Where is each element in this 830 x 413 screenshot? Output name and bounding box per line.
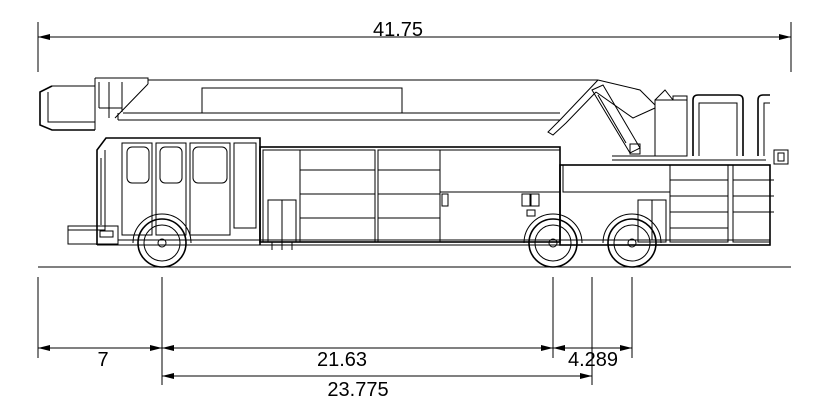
front-overhang-label: 7	[97, 349, 108, 371]
wheelbase-dimension: 21.63	[162, 345, 553, 371]
cab	[67, 137, 261, 245]
aerial-ladder	[39, 77, 770, 161]
wheelbase-center-label: 23.775	[327, 379, 388, 401]
rear-axle-spacing-label: 4.289	[568, 349, 618, 371]
fire-truck	[39, 77, 789, 268]
front-overhang-dimension: 7	[38, 345, 162, 371]
rear-wheel-2	[602, 213, 662, 268]
lower-extension-lines	[37, 277, 633, 385]
overall-length-label: 41.75	[373, 19, 423, 41]
overall-length-dimension: 41.75	[37, 19, 792, 72]
front-wheel	[132, 213, 192, 268]
rear-wheel-1	[523, 213, 583, 268]
wheelbase-center-dimension: 23.775	[162, 373, 592, 401]
wheelbase-label: 21.63	[317, 349, 367, 371]
compartments	[259, 146, 789, 250]
rear-axle-spacing-dimension: 4.289	[553, 345, 632, 371]
